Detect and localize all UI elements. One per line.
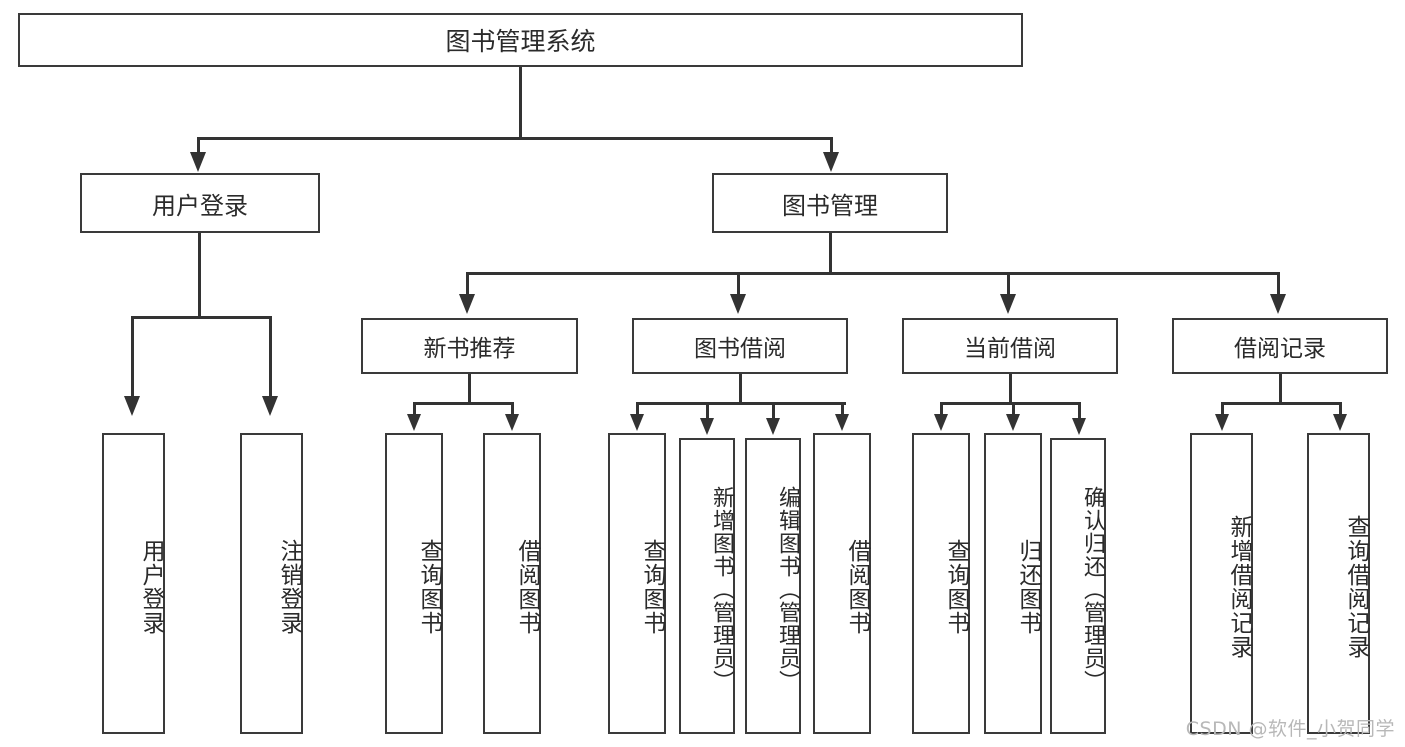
edge-user-login-bus [131, 316, 272, 319]
csdn-watermark: CSDN @软件_小贺同学 [1185, 718, 1395, 740]
node-leaf-query-borrow-record[interactable]: 查询借阅记录 [1307, 433, 1370, 734]
edge-book-manage-trunk [829, 233, 832, 275]
edge-bm-to-current-borrow [1007, 272, 1010, 298]
node-leaf-confirm-return-admin[interactable]: 确认归还（管理员） [1050, 438, 1106, 734]
node-label: 图书管理系统 [445, 27, 596, 56]
arrow-cb-to-leaf2 [1006, 414, 1020, 431]
node-label: 借阅图书 [514, 538, 540, 635]
edge-nbr-trunk [468, 374, 471, 404]
edge-user-login-to-leaf2 [269, 316, 272, 400]
node-label: 新增图书（管理员） [709, 485, 734, 693]
node-label: 图书管理 [782, 191, 878, 220]
edge-root-trunk [519, 66, 522, 139]
edge-bb-to-leaf1 [636, 402, 639, 418]
arrow-br-to-leaf2 [1333, 414, 1347, 431]
arrow-bb-to-leaf1 [630, 414, 644, 431]
arrow-bb-to-leaf3 [766, 418, 780, 435]
node-book-manage[interactable]: 图书管理 [712, 173, 948, 233]
edge-cb-bus [940, 402, 1081, 405]
arrow-cb-to-leaf1 [934, 414, 948, 431]
node-leaf-user-logout[interactable]: 注销登录 [240, 433, 303, 734]
edge-nbr-to-leaf2 [511, 402, 514, 418]
edge-cb-to-leaf1 [940, 402, 943, 418]
edge-br-to-leaf2 [1339, 402, 1342, 418]
arrow-root-to-user-login [190, 152, 206, 172]
arrow-bm-to-borrow-record [1270, 294, 1286, 314]
edge-cb-to-leaf3 [1078, 402, 1081, 422]
edge-bb-trunk [739, 374, 742, 404]
edge-user-login-trunk [198, 233, 201, 319]
node-root-book-management-system[interactable]: 图书管理系统 [18, 13, 1023, 67]
arrow-nbr-to-leaf1 [407, 414, 421, 431]
node-user-login[interactable]: 用户登录 [80, 173, 320, 233]
node-leaf-query-book-borrow[interactable]: 查询图书 [608, 433, 666, 734]
arrow-root-to-book-manage [823, 152, 839, 172]
edge-nbr-to-leaf1 [413, 402, 416, 418]
arrow-nbr-to-leaf2 [505, 414, 519, 431]
arrow-bb-to-leaf2 [700, 418, 714, 435]
node-leaf-return-book[interactable]: 归还图书 [984, 433, 1042, 734]
arrow-bm-to-book-borrow [730, 294, 746, 314]
node-label: 新书推荐 [423, 336, 516, 362]
edge-bm-to-book-borrow [737, 272, 740, 298]
arrow-user-login-to-leaf2 [262, 396, 278, 416]
edge-root-bus [197, 137, 833, 140]
node-label: 查询图书 [416, 538, 442, 635]
node-label: 确认归还（管理员） [1080, 485, 1105, 693]
edge-book-manage-bus [466, 272, 1278, 275]
node-label: 借阅记录 [1234, 336, 1326, 362]
node-label: 用户登录 [138, 538, 164, 635]
node-label: 图书借阅 [694, 336, 786, 362]
node-leaf-add-book-admin[interactable]: 新增图书（管理员） [679, 438, 735, 734]
edge-br-trunk [1279, 374, 1282, 404]
edge-cb-to-leaf2 [1012, 402, 1015, 418]
node-label: 用户登录 [152, 191, 248, 220]
edge-bb-to-leaf4 [841, 402, 844, 418]
edge-bb-bus [636, 402, 846, 405]
node-leaf-edit-book-admin[interactable]: 编辑图书（管理员） [745, 438, 801, 734]
edge-root-to-user-login [197, 137, 200, 157]
node-label: 新增借阅记录 [1226, 514, 1252, 659]
edge-user-login-to-leaf1 [131, 316, 134, 400]
node-leaf-borrow-book[interactable]: 借阅图书 [813, 433, 871, 734]
arrow-br-to-leaf1 [1215, 414, 1229, 431]
node-leaf-query-book-current[interactable]: 查询图书 [912, 433, 970, 734]
node-label: 编辑图书（管理员） [775, 485, 800, 693]
edge-bm-to-borrow-record [1277, 272, 1280, 298]
arrow-cb-to-leaf3 [1072, 418, 1086, 435]
edge-root-to-book-manage [830, 137, 833, 157]
node-label: 当前借阅 [964, 336, 1056, 362]
node-borrow-record[interactable]: 借阅记录 [1172, 318, 1388, 374]
arrow-bb-to-leaf4 [835, 414, 849, 431]
node-label: 归还图书 [1015, 538, 1041, 635]
arrow-user-login-to-leaf1 [124, 396, 140, 416]
node-leaf-borrow-book-recommend[interactable]: 借阅图书 [483, 433, 541, 734]
edge-bb-to-leaf2 [706, 402, 709, 422]
node-leaf-user-login[interactable]: 用户登录 [102, 433, 165, 734]
node-label: 查询图书 [943, 538, 969, 635]
node-new-book-recommend[interactable]: 新书推荐 [361, 318, 578, 374]
node-label: 查询图书 [639, 538, 665, 635]
arrow-bm-to-new-book-rec [459, 294, 475, 314]
edge-bm-to-new-book-rec [466, 272, 469, 298]
edge-nbr-bus [413, 402, 513, 405]
node-current-borrow[interactable]: 当前借阅 [902, 318, 1118, 374]
node-label: 借阅图书 [844, 538, 870, 635]
edge-bb-to-leaf3 [772, 402, 775, 422]
node-leaf-query-book-recommend[interactable]: 查询图书 [385, 433, 443, 734]
edge-br-bus [1221, 402, 1339, 405]
node-label: 注销登录 [276, 538, 302, 635]
node-label: 查询借阅记录 [1343, 514, 1369, 659]
node-book-borrow[interactable]: 图书借阅 [632, 318, 848, 374]
edge-cb-trunk [1009, 374, 1012, 404]
edge-br-to-leaf1 [1221, 402, 1224, 418]
node-leaf-add-borrow-record[interactable]: 新增借阅记录 [1190, 433, 1253, 734]
arrow-bm-to-current-borrow [1000, 294, 1016, 314]
